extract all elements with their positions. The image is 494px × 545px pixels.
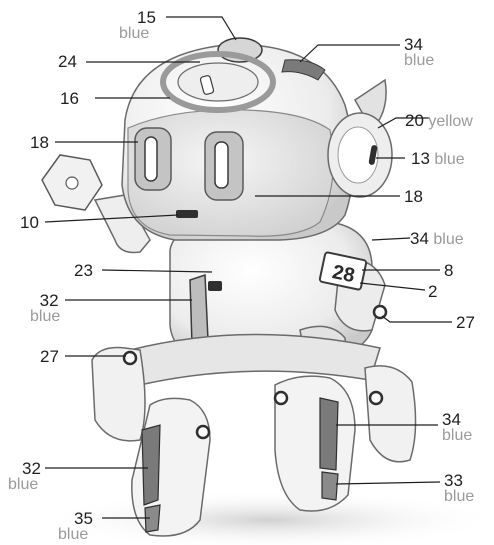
callout-color: yellow [428, 113, 472, 130]
callout-color: blue [444, 489, 474, 505]
callout-number: 32 [38, 292, 60, 309]
callout-32-torso: 32 blue [38, 292, 60, 325]
callout-color: blue [8, 477, 41, 493]
robot-head [122, 38, 354, 240]
callout-number: 16 [60, 90, 79, 107]
callout-color: blue [58, 527, 93, 543]
callout-number: 15 [137, 9, 156, 26]
callout-number: 18 [30, 134, 49, 151]
display-digits: 28 [330, 261, 356, 287]
callout-color: blue [434, 151, 464, 168]
callout-number: 24 [58, 53, 77, 70]
torso-side-panel [190, 275, 208, 345]
callout-13: 13 blue [411, 150, 465, 168]
callout-number: 32 [22, 460, 41, 477]
callout-32-leg: 32 blue [22, 460, 41, 493]
back-left-leg [92, 348, 145, 441]
callout-number: 10 [20, 214, 39, 231]
callout-35: 35 blue [74, 510, 93, 543]
callout-number: 34 [404, 36, 434, 53]
front-right-foot-panel [322, 472, 338, 500]
callout-number: 34 [410, 229, 429, 248]
callout-10: 10 [20, 214, 39, 231]
callout-number: 35 [74, 510, 93, 527]
callout-18-right: 18 [404, 188, 423, 205]
callout-number: 23 [74, 262, 93, 279]
callout-27-leg: 27 [40, 348, 59, 365]
mouth [176, 210, 198, 218]
callout-34-arm: 34 blue [410, 230, 464, 248]
front-left-leg-panel [142, 425, 160, 505]
callout-23: 23 [74, 262, 93, 279]
callout-number: 13 [411, 149, 430, 168]
callout-number: 8 [444, 262, 453, 279]
left-hand [42, 155, 102, 210]
callout-color: blue [433, 231, 463, 248]
callout-number: 33 [444, 472, 474, 489]
waist-ring [130, 334, 380, 385]
callout-color: blue [404, 53, 434, 69]
callout-20: 20 yellow [405, 112, 473, 130]
back-right-leg [365, 366, 416, 462]
callout-color: blue [119, 26, 156, 42]
callout-number: 2 [428, 283, 437, 300]
callout-27-arm: 27 [456, 314, 475, 331]
torso-switch [208, 281, 222, 291]
callout-number: 34 [442, 411, 472, 428]
callout-16: 16 [60, 90, 79, 107]
callout-15: 15 blue [137, 9, 156, 42]
callout-33: 33 blue [444, 472, 474, 505]
front-right-leg [275, 376, 355, 511]
callout-number: 27 [456, 314, 475, 331]
top-ring-inner [178, 63, 258, 101]
callout-24: 24 [58, 53, 77, 70]
arm-screw [374, 306, 386, 318]
callout-34-leg: 34 blue [442, 411, 472, 444]
callout-2: 2 [428, 283, 437, 300]
callout-number: 27 [40, 348, 59, 365]
callout-18-left: 18 [30, 134, 49, 151]
callout-number: 20 [405, 111, 424, 130]
callout-color: blue [442, 428, 472, 444]
callout-color: blue [30, 309, 60, 325]
callout-number: 18 [404, 188, 423, 205]
callout-8: 8 [444, 262, 453, 279]
front-right-leg-panel [320, 398, 338, 470]
callout-34-top: 34 blue [404, 36, 434, 69]
